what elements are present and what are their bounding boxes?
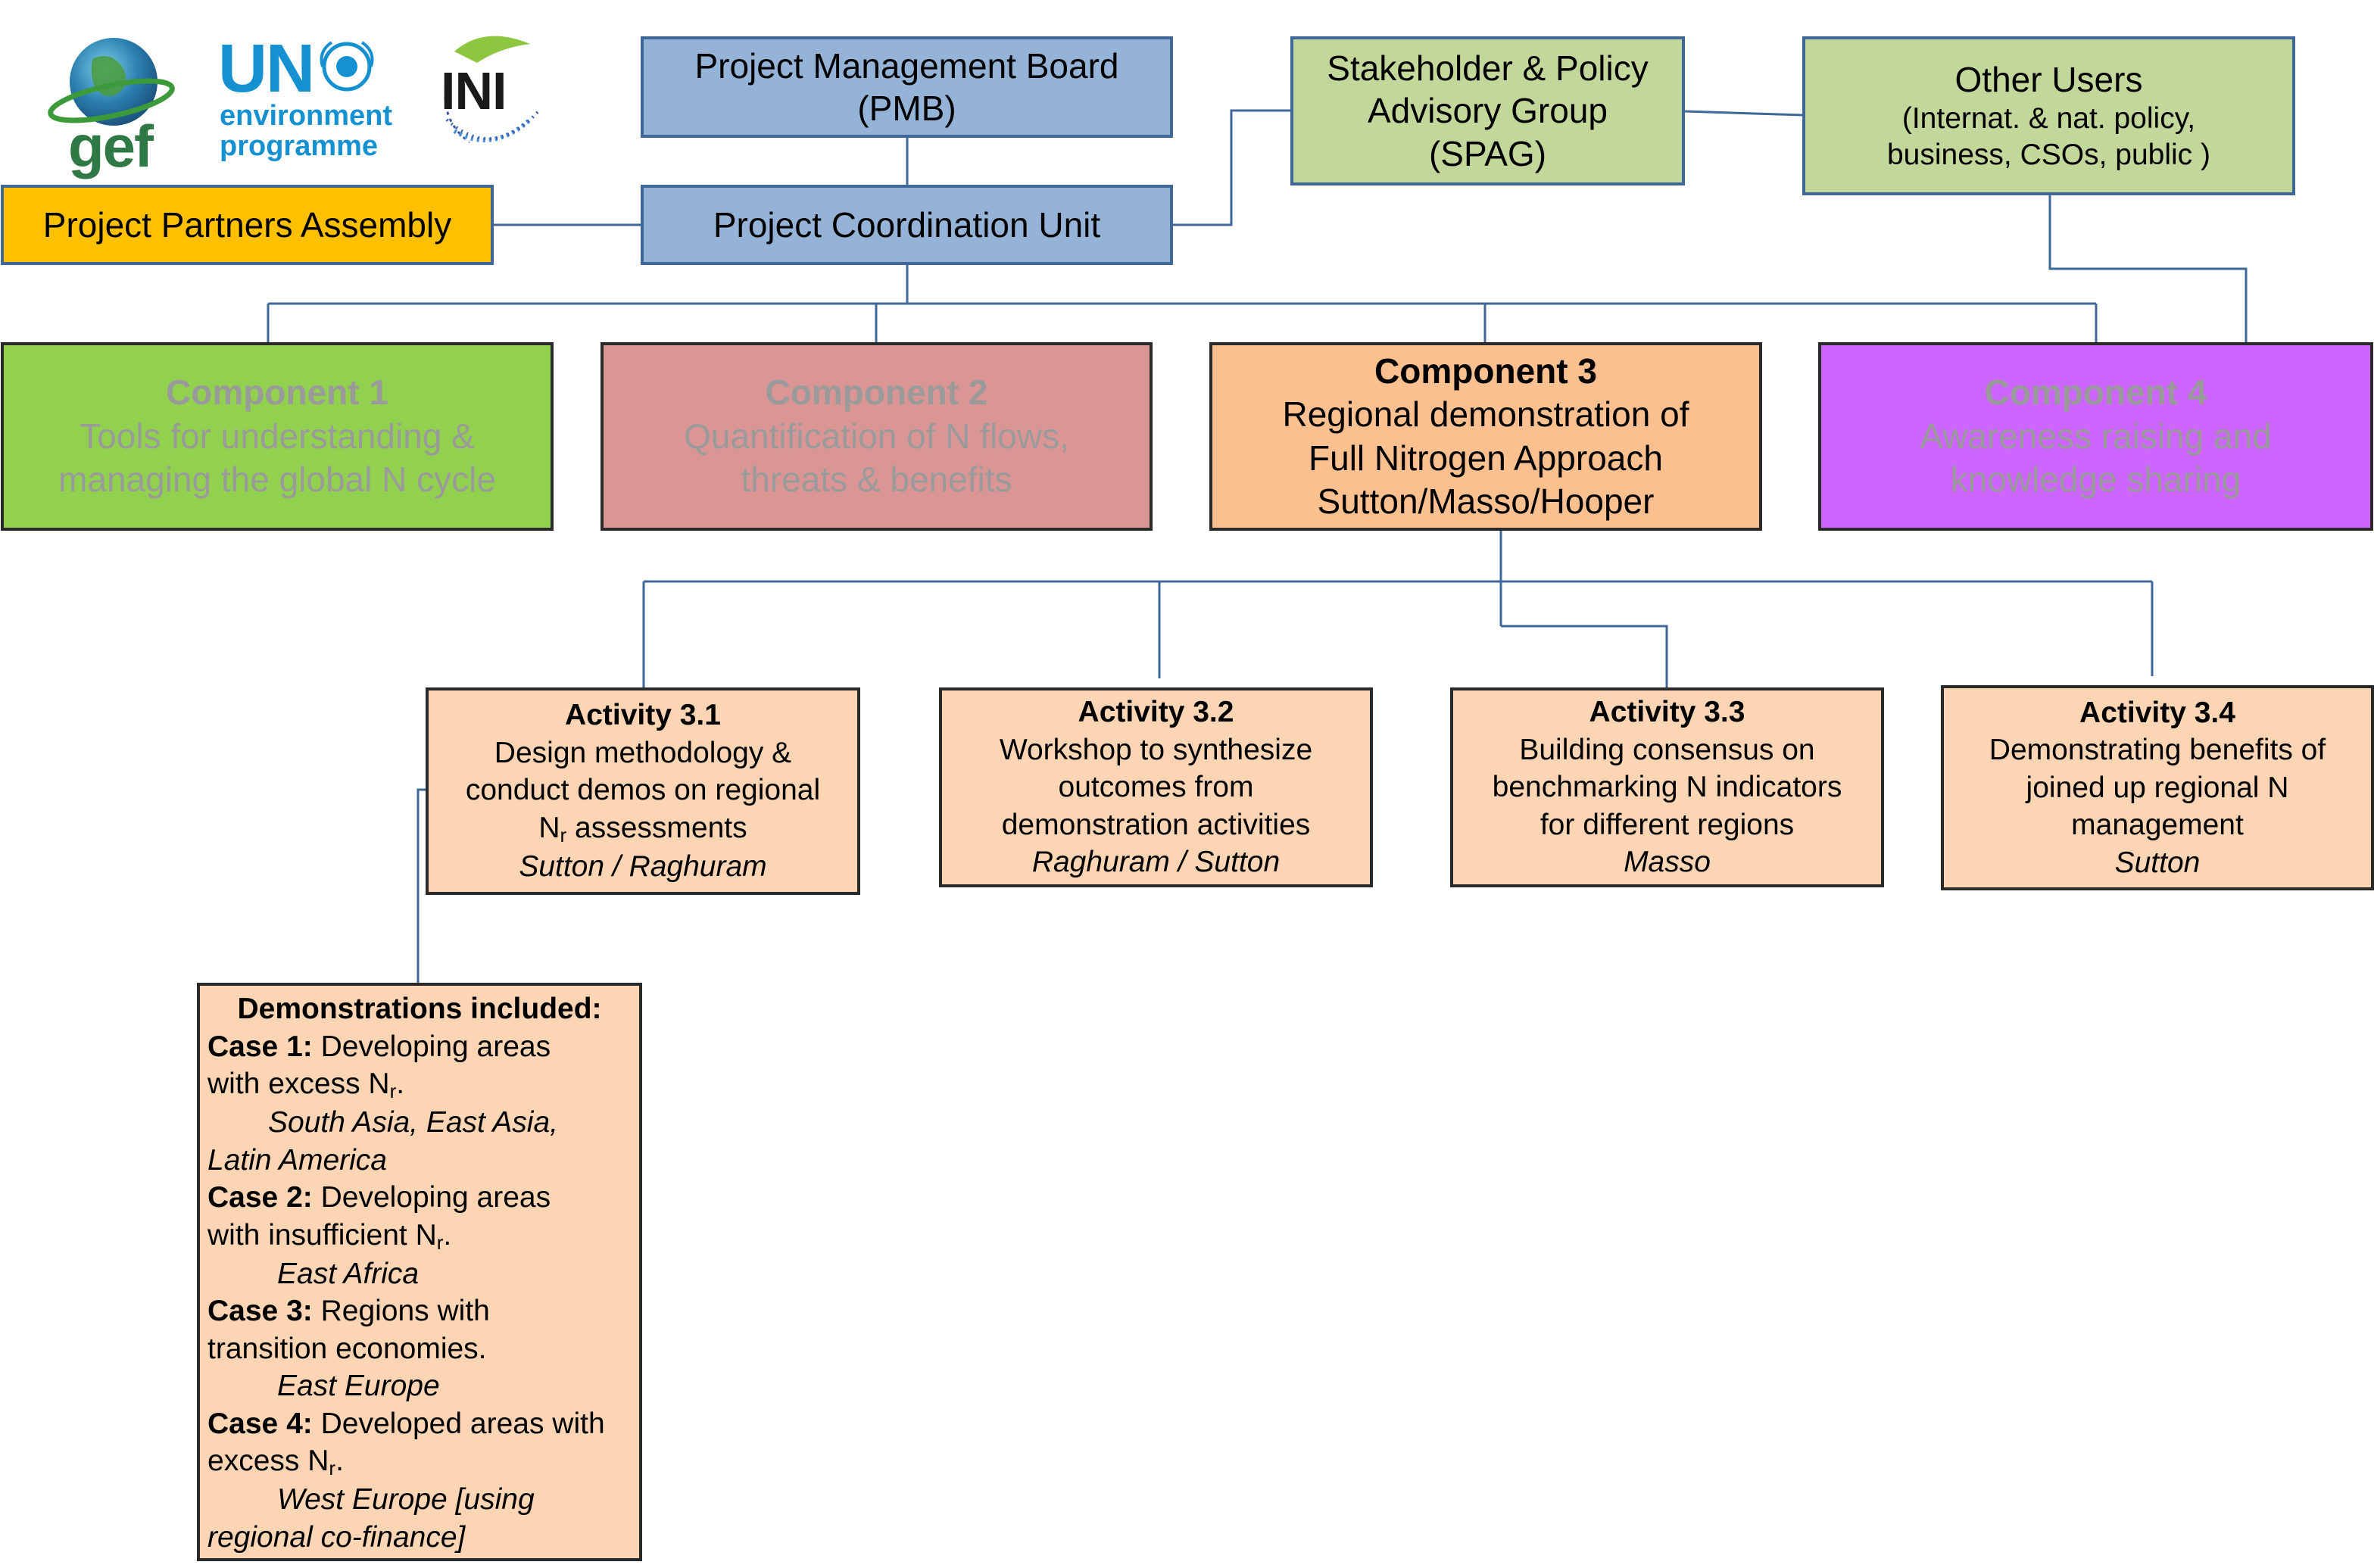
component-3-line3: Sutton/Masso/Hooper (1317, 482, 1655, 521)
ini-emblem-icon (444, 36, 539, 144)
demonstrations-title: Demonstrations included: (237, 993, 602, 1025)
activity-3-1-title: Activity 3.1 (565, 699, 721, 732)
pmb-line2: (PMB) (857, 89, 956, 128)
activity-3-1-lead: Sutton / Raghuram (519, 850, 767, 884)
component-1-line2: managing the global N cycle (58, 460, 496, 500)
activity-3-1-line1: Design methodology & (494, 736, 792, 769)
component-4-line1: Awareness raising and (1920, 416, 2272, 456)
activity-3-4-box: Activity 3.4 Demonstrating benefits of j… (1941, 685, 2374, 890)
case-1: Case 1: Developing areas with excess Nr.… (207, 1030, 558, 1177)
activity-3-4-line1: Demonstrating benefits of (1989, 734, 2326, 767)
activity-3-1-line2: conduct demos on regional (465, 774, 821, 807)
pmb-box: Project Management Board (PMB) (641, 36, 1173, 138)
component-2-line1: Quantification of N flows, (684, 416, 1069, 456)
component-4-line2: knowledge sharing (1950, 460, 2241, 500)
connector-pcu-spag (1173, 109, 1290, 226)
activity-3-4-line3: management (2071, 809, 2244, 842)
activity-3-2-lead: Raghuram / Sutton (1031, 846, 1281, 879)
activity-3-1-line3: Nr assessments (538, 812, 747, 846)
other-users-box: Other Users (Internat. & nat. policy, bu… (1802, 36, 2295, 195)
activity-3-3-line1: Building consensus on (1519, 733, 1815, 766)
ini-logo: INI (424, 29, 545, 157)
activity-3-4-line2: joined up regional N (2026, 771, 2289, 804)
component-2-title: Component 2 (765, 373, 988, 413)
ppa-box: Project Partners Assembly (1, 185, 494, 265)
activity-3-2-title: Activity 3.2 (1078, 696, 1234, 729)
component-3-line1: Regional demonstration of (1282, 394, 1689, 434)
component-4-box: Component 4 Awareness raising and knowle… (1818, 342, 2373, 531)
connector-other-comp4 (2048, 195, 2248, 342)
activity-3-3-line3: for different regions (1540, 808, 1795, 841)
component-1-line1: Tools for understanding & (80, 416, 475, 456)
spag-line2: Advisory Group (1367, 91, 1608, 131)
pmb-line1: Project Management Board (694, 45, 1119, 86)
component-3-box: Component 3 Regional demonstration of Fu… (1209, 342, 1762, 531)
un-sub-programme: programme (220, 130, 379, 162)
component-2-box: Component 2 Quantification of N flows, t… (601, 342, 1153, 531)
activity-3-3-lead: Masso (1624, 846, 1711, 879)
connector-spag-other (1684, 110, 1803, 117)
other-users-title: Other Users (1954, 60, 2143, 100)
activity-3-1-box: Activity 3.1 Design methodology & conduc… (426, 687, 860, 895)
spag-box: Stakeholder & Policy Advisory Group (SPA… (1290, 36, 1685, 185)
ppa-label: Project Partners Assembly (42, 204, 452, 245)
other-users-line1: (Internat. & nat. policy, (1901, 102, 2196, 136)
activity-3-3-box: Activity 3.3 Building consensus on bench… (1450, 687, 1884, 887)
ini-wordmark: INI (441, 61, 507, 120)
component-3-title: Component 3 (1374, 351, 1597, 391)
component-1-title: Component 1 (166, 373, 388, 413)
pcu-label: Project Coordination Unit (713, 204, 1101, 245)
activity-3-2-line1: Workshop to synthesize (999, 733, 1313, 766)
gef-wordmark: gef (68, 113, 154, 179)
activity-3-3-title: Activity 3.3 (1589, 696, 1745, 729)
un-sub-environment: environment (220, 100, 393, 132)
case-3: Case 3: Regions with transition economie… (207, 1295, 490, 1403)
component-2-line2: threats & benefits (741, 460, 1012, 500)
un-wordmark: UN (218, 31, 315, 107)
connector-bus-act3 (1501, 625, 1668, 687)
activity-3-4-lead: Sutton (2114, 846, 2201, 879)
gef-globe-icon (48, 38, 175, 126)
un-environment-logo: UN environment programme (218, 30, 392, 167)
activity-3-2-line3: demonstration activities (1001, 808, 1311, 841)
gef-logo: gef (47, 29, 176, 179)
activity-3-2-line2: outcomes from (1058, 771, 1254, 804)
spag-line3: (SPAG) (1428, 133, 1547, 173)
component-1-box: Component 1 Tools for understanding & ma… (1, 342, 554, 531)
demonstrations-box: Demonstrations included: Case 1: Develop… (197, 983, 642, 1561)
component-4-title: Component 4 (1984, 373, 2207, 413)
other-users-line2: business, CSOs, public ) (1886, 139, 2210, 172)
case-2: Case 2: Developing areas with insufficie… (207, 1181, 551, 1290)
activity-3-3-line2: benchmarking N indicators (1492, 771, 1842, 804)
activity-3-2-box: Activity 3.2 Workshop to synthesize outc… (939, 687, 1373, 887)
case-4: Case 4: Developed areas with excess Nr. … (207, 1407, 605, 1554)
component-3-line2: Full Nitrogen Approach (1309, 438, 1663, 478)
connector-act1-demo (416, 788, 426, 983)
activity-3-4-title: Activity 3.4 (2079, 696, 2235, 729)
un-emblem-icon (320, 41, 374, 92)
pcu-box: Project Coordination Unit (641, 185, 1173, 265)
spag-line1: Stakeholder & Policy (1327, 48, 1649, 89)
